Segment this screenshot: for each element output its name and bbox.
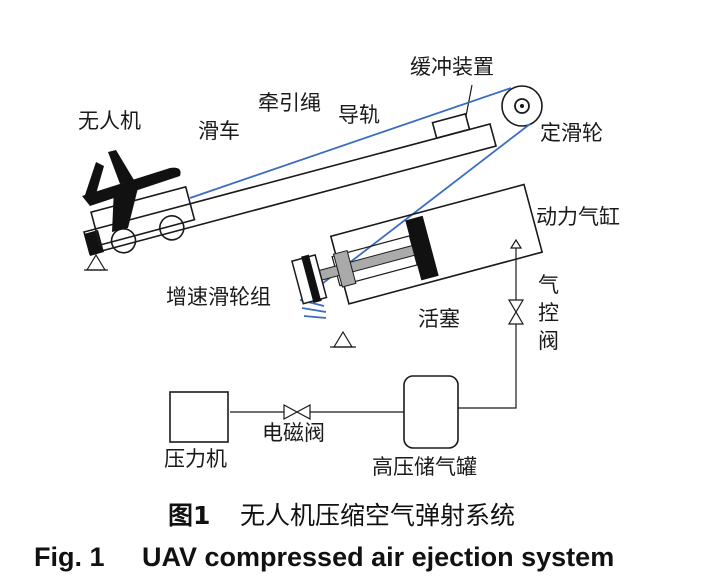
- caption-en-title: UAV compressed air ejection system: [142, 542, 614, 572]
- caption-cn-fig: 图1: [168, 501, 210, 530]
- label-speed-pulley-group: 增速滑轮组: [166, 285, 271, 309]
- label-gas-control-valve-3: 阀: [538, 329, 559, 353]
- label-uav: 无人机: [78, 109, 141, 133]
- rail-end-stopper: [84, 230, 104, 256]
- label-gas-control-valve-1: 气: [538, 273, 559, 297]
- label-trolley: 滑车: [198, 119, 240, 143]
- label-buffer-device: 缓冲装置: [410, 55, 494, 79]
- high-pressure-tank: [403, 375, 459, 449]
- pneumatic-line: [230, 248, 517, 413]
- piston-head: [405, 215, 439, 281]
- label-high-pressure-tank: 高压储气罐: [372, 455, 477, 479]
- guide-rail: [83, 123, 497, 255]
- caption-cn-title: 无人机压缩空气弹射系统: [240, 501, 515, 530]
- gas-control-valve: [507, 299, 525, 325]
- fixed-pulley: [501, 85, 543, 127]
- buffer-device: [431, 112, 471, 140]
- solenoid-valve: [283, 403, 311, 421]
- label-gas-control-valve-2: 控: [538, 301, 559, 325]
- caption-en-fig: Fig. 1: [34, 542, 105, 572]
- label-solenoid-valve: 电磁阀: [262, 421, 325, 445]
- rail-support: [85, 253, 107, 271]
- label-guide-rail: 导轨: [338, 103, 380, 127]
- compressor: [169, 391, 229, 443]
- label-compressor: 压力机: [164, 447, 227, 471]
- label-fixed-pulley: 定滑轮: [540, 121, 603, 145]
- label-power-cylinder: 动力气缸: [536, 205, 620, 229]
- pulley-support: [332, 330, 354, 348]
- uav-airplane: [82, 150, 181, 232]
- label-traction-rope: 牵引绳: [258, 91, 321, 115]
- power-cylinder: [291, 183, 544, 305]
- label-piston: 活塞: [418, 307, 460, 331]
